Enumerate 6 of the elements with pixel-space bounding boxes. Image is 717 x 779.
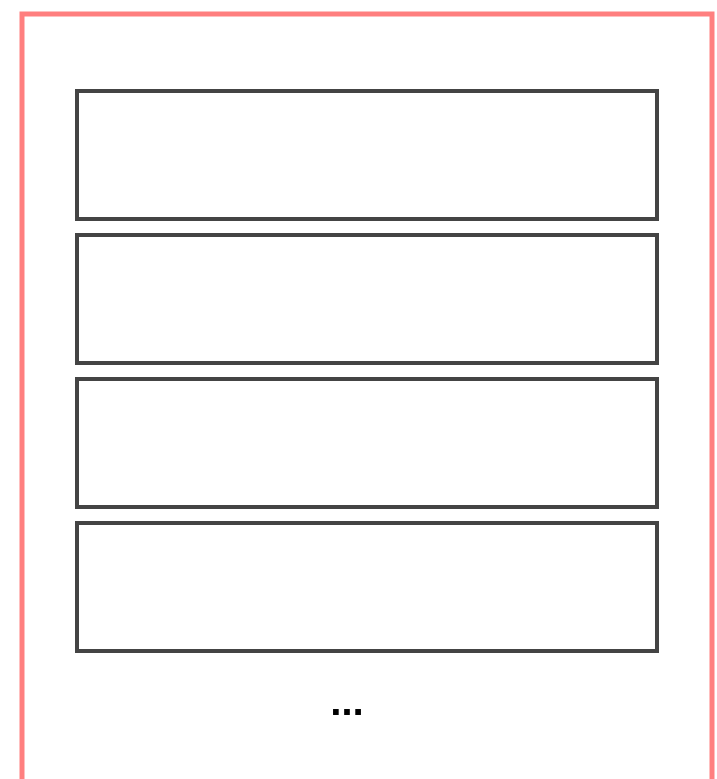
- panel-box: [75, 233, 659, 365]
- ellipsis: ...: [333, 709, 361, 715]
- panel-box: [75, 89, 659, 221]
- frame: [20, 12, 714, 779]
- panel-box: [75, 521, 659, 653]
- panel-box: [75, 377, 659, 509]
